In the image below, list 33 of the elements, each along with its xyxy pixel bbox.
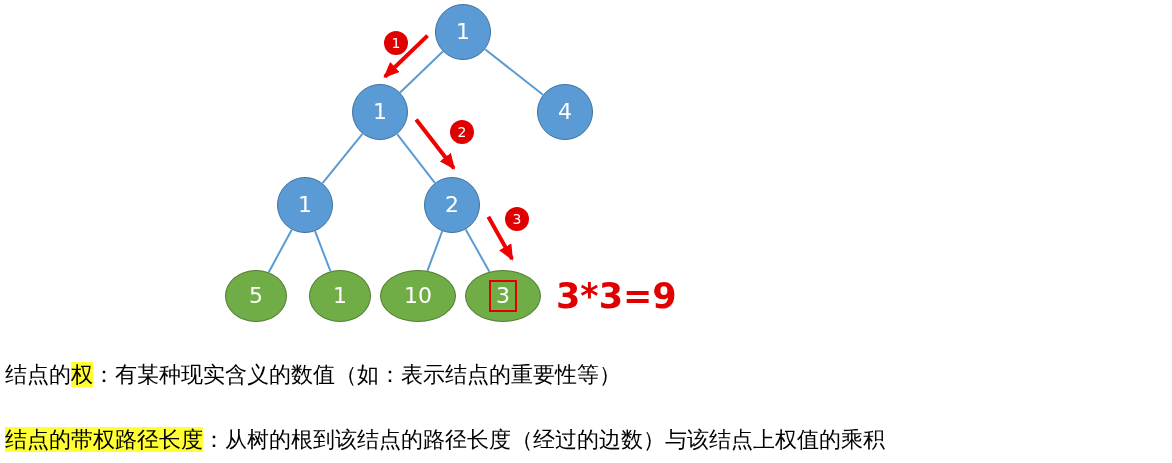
node-value: 2 (444, 192, 460, 218)
node-value: 1 (297, 192, 313, 218)
tree-edge (321, 132, 364, 185)
tree-node-circle (424, 177, 480, 233)
tree-edge (426, 230, 444, 272)
arrow (383, 34, 429, 79)
tree-edge (314, 230, 332, 273)
result-formula: 3*3=9 (556, 276, 677, 316)
tree-edge (396, 133, 436, 184)
callout-number: 1 (384, 31, 408, 55)
tree-edge (484, 48, 544, 96)
arrow (414, 118, 456, 170)
tree-node-circle (277, 177, 333, 233)
tree-edge (267, 228, 293, 274)
tree-node-circle (352, 84, 408, 140)
node-value: 1 (455, 19, 471, 45)
tree-edge (399, 50, 444, 94)
leaf-node-ellipse (225, 270, 287, 322)
tree-node-circle (537, 84, 593, 140)
definition-text: 结点的权：有某种现实含义的数值（如：表示结点的重要性等） (5, 361, 621, 389)
node-value: 1 (372, 99, 388, 125)
node-value: 1 (332, 283, 348, 309)
arrow (486, 215, 514, 261)
callout-number: 3 (505, 207, 529, 231)
node-value: 5 (248, 283, 264, 309)
node-value: 10 (403, 283, 433, 309)
boxed-weight: 3 (489, 280, 517, 312)
callout-number: 2 (450, 120, 474, 144)
node-value: 4 (557, 99, 573, 125)
tree-edge (464, 228, 491, 273)
definition-text: 结点的带权路径长度：从树的根到该结点的路径长度（经过的边数）与该结点上权值的乘积 (5, 426, 885, 454)
tree-node-circle (435, 4, 491, 60)
leaf-node-ellipse (309, 270, 371, 322)
